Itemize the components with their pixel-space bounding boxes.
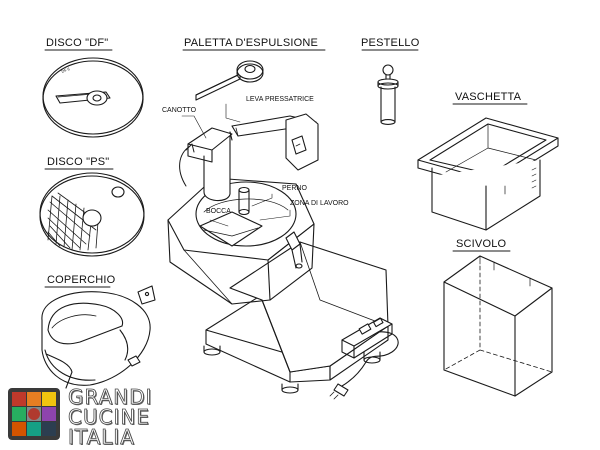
label-zona: ZONA DI LAVORO	[290, 200, 349, 207]
logo-line-3: ITALIA	[68, 425, 135, 449]
label-leva: LEVA PRESSATRICE	[246, 96, 314, 103]
coperchio-drawing	[41, 285, 156, 389]
label-canotto: CANOTTO	[162, 107, 197, 114]
label-vaschetta: VASCHETTA	[455, 91, 522, 103]
label-pestello: PESTELLO	[361, 37, 420, 49]
label-bocca: BOCCA	[206, 208, 231, 215]
pestello-drawing	[377, 64, 399, 125]
leader-lines	[181, 103, 291, 227]
logo-line-1: GRANDI	[68, 385, 153, 409]
label-disco-df: DISCO "DF"	[46, 37, 109, 49]
logo-mosaic	[8, 388, 60, 440]
machine-drawing	[167, 113, 399, 400]
label-scivolo: SCIVOLO	[456, 238, 507, 250]
disco-ps-drawing	[39, 172, 145, 257]
svg-text:DF 6: DF 6	[61, 66, 72, 74]
logo-line-2: CUCINE	[68, 405, 151, 429]
label-paletta: PALETTA D'ESPULSIONE	[184, 37, 319, 49]
label-disco-ps: DISCO "PS"	[47, 156, 110, 168]
label-coperchio: COPERCHIO	[47, 274, 116, 286]
vaschetta-drawing	[417, 117, 559, 231]
label-perno: PERNO	[282, 185, 307, 192]
disco-df-drawing: DF 6	[42, 57, 144, 138]
scivolo-drawing	[443, 255, 553, 397]
paletta-drawing	[195, 60, 264, 101]
